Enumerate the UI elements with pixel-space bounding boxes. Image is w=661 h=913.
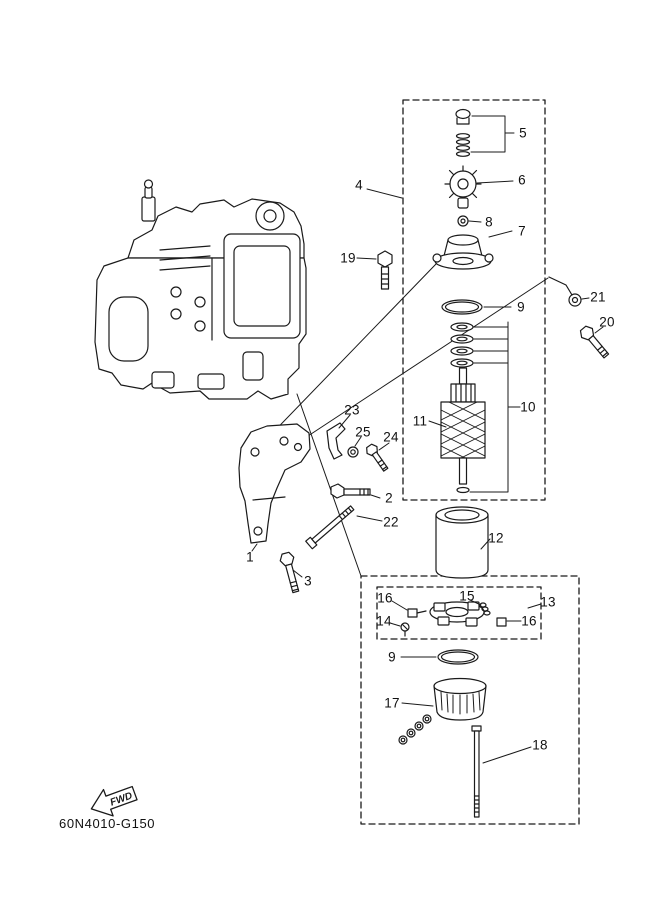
bolt-22 — [305, 505, 355, 550]
callout-24: 24 — [383, 429, 399, 445]
front-bracket-7 — [432, 234, 494, 270]
shim-set-10 — [450, 322, 474, 368]
ring-terminal-21 — [548, 276, 582, 307]
callout-25: 25 — [355, 424, 371, 440]
callout-15: 15 — [459, 588, 475, 604]
callout-23: 23 — [344, 402, 360, 418]
o-ring-9-upper — [441, 299, 483, 315]
washer-25 — [347, 446, 359, 458]
callout-16: 16 — [377, 590, 393, 606]
bolt-19 — [377, 250, 393, 290]
group-box-13 — [376, 586, 542, 640]
through-bolt-18 — [471, 725, 482, 818]
callout-6: 6 — [518, 172, 526, 188]
group-box-4 — [402, 99, 546, 501]
engine-block — [94, 179, 307, 400]
callout-12: 12 — [488, 530, 504, 546]
brush-16-right — [496, 617, 507, 627]
bracket-line-10 — [469, 321, 521, 493]
callout-11: 11 — [412, 413, 428, 429]
callout-9: 9 — [517, 299, 525, 315]
callout-13: 13 — [540, 594, 556, 610]
callout-7: 7 — [518, 223, 526, 239]
diagram-code: 60N4010-G150 — [59, 816, 156, 831]
alignment-lines — [258, 263, 549, 577]
callout-10: 10 — [520, 399, 536, 415]
callout-17: 17 — [384, 695, 400, 711]
mounting-bracket — [238, 423, 311, 544]
brush-holder-13 — [429, 601, 485, 627]
o-ring-9-lower — [437, 649, 479, 665]
bolt-24 — [366, 443, 389, 472]
callout-14: 14 — [376, 613, 392, 629]
callout-9: 9 — [388, 649, 396, 665]
callout-3: 3 — [304, 573, 312, 589]
group-box-lower — [360, 575, 580, 825]
callout-5: 5 — [519, 125, 527, 141]
callout-8: 8 — [485, 214, 493, 230]
yoke-12 — [435, 506, 489, 579]
bracket-line-5 — [470, 115, 515, 153]
brush-16-left — [407, 608, 427, 618]
callout-4: 4 — [355, 177, 363, 193]
bolt-20 — [579, 325, 610, 359]
callout-22: 22 — [383, 514, 399, 530]
spring-5 — [455, 133, 471, 157]
callout-2: 2 — [385, 490, 393, 506]
callout-1: 1 — [246, 549, 254, 565]
callout-19: 19 — [340, 250, 356, 266]
bolt-3 — [279, 551, 300, 594]
pinion-gear-6 — [444, 165, 482, 209]
nut-set — [398, 714, 432, 745]
leader-lines — [251, 180, 604, 764]
bolt-2 — [330, 483, 371, 499]
callout-20: 20 — [599, 314, 615, 330]
callout-18: 18 — [532, 737, 548, 753]
callout-16: 16 — [521, 613, 537, 629]
end-cap-17 — [433, 677, 487, 721]
clip-8 — [457, 215, 469, 227]
cap-5 — [455, 108, 471, 125]
callout-21: 21 — [590, 289, 606, 305]
armature-11 — [440, 367, 486, 494]
screw-14 — [400, 622, 410, 637]
clamp-23 — [326, 422, 346, 460]
